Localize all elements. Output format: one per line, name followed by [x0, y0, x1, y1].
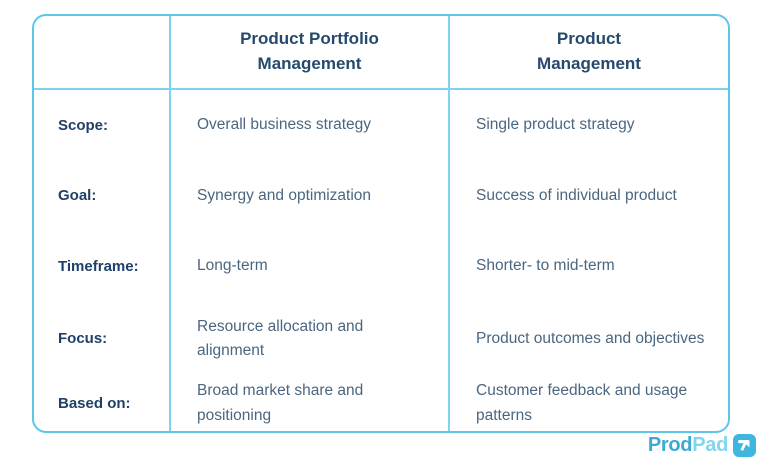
prodpad-wordmark: ProdPad: [648, 435, 728, 455]
table-row-label-based-on: Based on:: [58, 394, 131, 412]
prodpad-wordmark-prod: Prod: [647, 434, 693, 456]
table-cell-ppm-timeframe: Long-term: [197, 257, 268, 275]
prodpad-logo: ProdPad: [648, 430, 756, 460]
table-row-label-goal: Goal:: [58, 187, 97, 205]
table-cell-ppm-goal: Synergy and optimization: [197, 186, 372, 204]
table-cell-pm-timeframe: Shorter- to mid-term: [476, 257, 615, 275]
table-cell-pm-focus: Product outcomes and objectives: [476, 329, 705, 347]
table-header-cell-ppm: Product Portfolio Management: [169, 16, 448, 88]
table-header-ppm-line-1: Product Portfolio: [240, 29, 379, 49]
table-cell-ppm-scope: Overall business strategy: [197, 116, 372, 134]
comparison-table: Product Portfolio Management Product Man…: [32, 14, 730, 433]
table-header-pm-line-2: Management: [537, 54, 641, 73]
table-header-pm-line-1: Product: [556, 29, 622, 49]
table-column-ppm: Overall business strategy Synergy and op…: [169, 90, 448, 431]
table-row-label-focus: Focus:: [58, 330, 108, 348]
table-cell-pm-scope: Single product strategy: [476, 116, 635, 134]
table-row-label-scope: Scope:: [58, 116, 109, 134]
table-cell-pm-based-on: Customer feedback and usage patterns: [476, 382, 688, 424]
prodpad-arrow-icon: [733, 433, 756, 457]
table-header-ppm-line-2: Management: [257, 54, 362, 73]
prodpad-wordmark-pad: Pad: [692, 434, 728, 456]
table-cell-ppm-focus: Resource allocation and alignment: [197, 317, 364, 359]
table-header-cell-blank: [34, 16, 169, 88]
table-header-row: Product Portfolio Management Product Man…: [34, 16, 728, 90]
table-column-labels: Scope: Goal: Timeframe: Focus: Based on:: [34, 90, 169, 431]
table-row-label-timeframe: Timeframe:: [58, 257, 139, 275]
table-body: Scope: Goal: Timeframe: Focus: Based on:…: [34, 90, 728, 431]
table-cell-pm-goal: Success of individual product: [476, 186, 677, 204]
table-cell-ppm-based-on: Broad market share and positioning: [197, 382, 364, 424]
table-column-pm: Single product strategy Success of indiv…: [448, 90, 728, 431]
table-header-cell-pm: Product Management: [448, 16, 728, 88]
